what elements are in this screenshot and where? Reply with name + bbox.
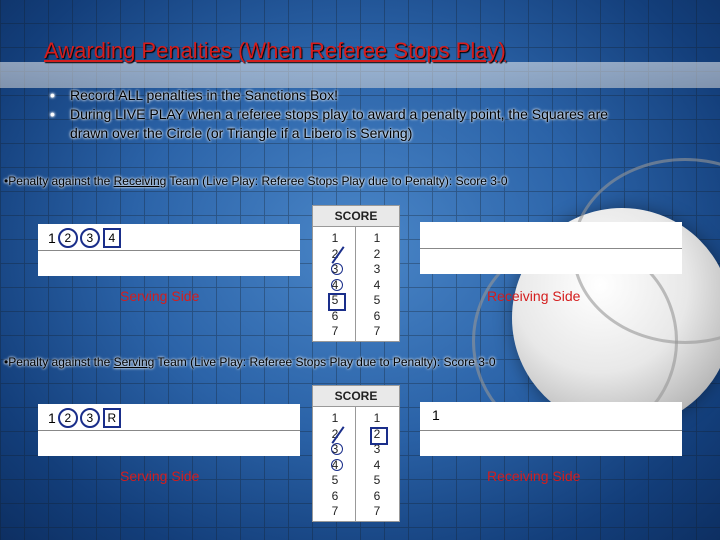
net-band (0, 62, 720, 88)
rotation-1: 1 (48, 230, 56, 246)
rotation-entries: 1 2 3 R (48, 408, 121, 428)
rotation-3-circle: 3 (79, 228, 100, 248)
rotation-entries: 1 2 3 4 (48, 228, 121, 248)
score-circle-mark (331, 279, 343, 291)
serving-side-label: Serving Side (120, 288, 200, 304)
page-title: Awarding Penalties (When Referee Stops P… (44, 38, 506, 63)
receiving-rotation-1: 1 (432, 407, 440, 423)
score-header: SCORE (313, 386, 399, 407)
section-heading-receiving: •Penalty against the Receiving Team (Liv… (4, 174, 508, 188)
bullet-item: •Record ALL penalties in the Sanctions B… (50, 87, 338, 103)
serving-side-label: Serving Side (120, 468, 200, 484)
rotation-2-circle: 2 (57, 228, 78, 248)
receiving-lineup-strip (420, 222, 682, 274)
section-heading-serving: •Penalty against the Serving Team (Live … (4, 355, 496, 369)
score-square-mark (370, 427, 388, 445)
score-circle-mark (331, 459, 343, 471)
rotation-libero-square: R (102, 408, 121, 428)
rotation-3-circle: 3 (79, 408, 100, 428)
receiving-side-label: Receiving Side (487, 288, 581, 304)
bullet-continuation: drawn over the Circle (or Triangle if a … (70, 125, 413, 141)
score-square-mark (328, 293, 346, 311)
bullet-list: •Record ALL penalties in the Sanctions B… (50, 86, 710, 143)
rotation-4-square: 4 (102, 228, 121, 248)
bullet-item: •During LIVE PLAY when a referee stops p… (50, 106, 609, 122)
receiving-lineup-strip: 1 (420, 402, 682, 456)
score-circle-mark (331, 263, 343, 275)
score-circle-mark (331, 443, 343, 455)
rotation-2-circle: 2 (57, 408, 78, 428)
rotation-1: 1 (48, 410, 56, 426)
serving-lineup-strip (38, 404, 300, 456)
receiving-side-label: Receiving Side (487, 468, 581, 484)
score-header: SCORE (313, 206, 399, 227)
